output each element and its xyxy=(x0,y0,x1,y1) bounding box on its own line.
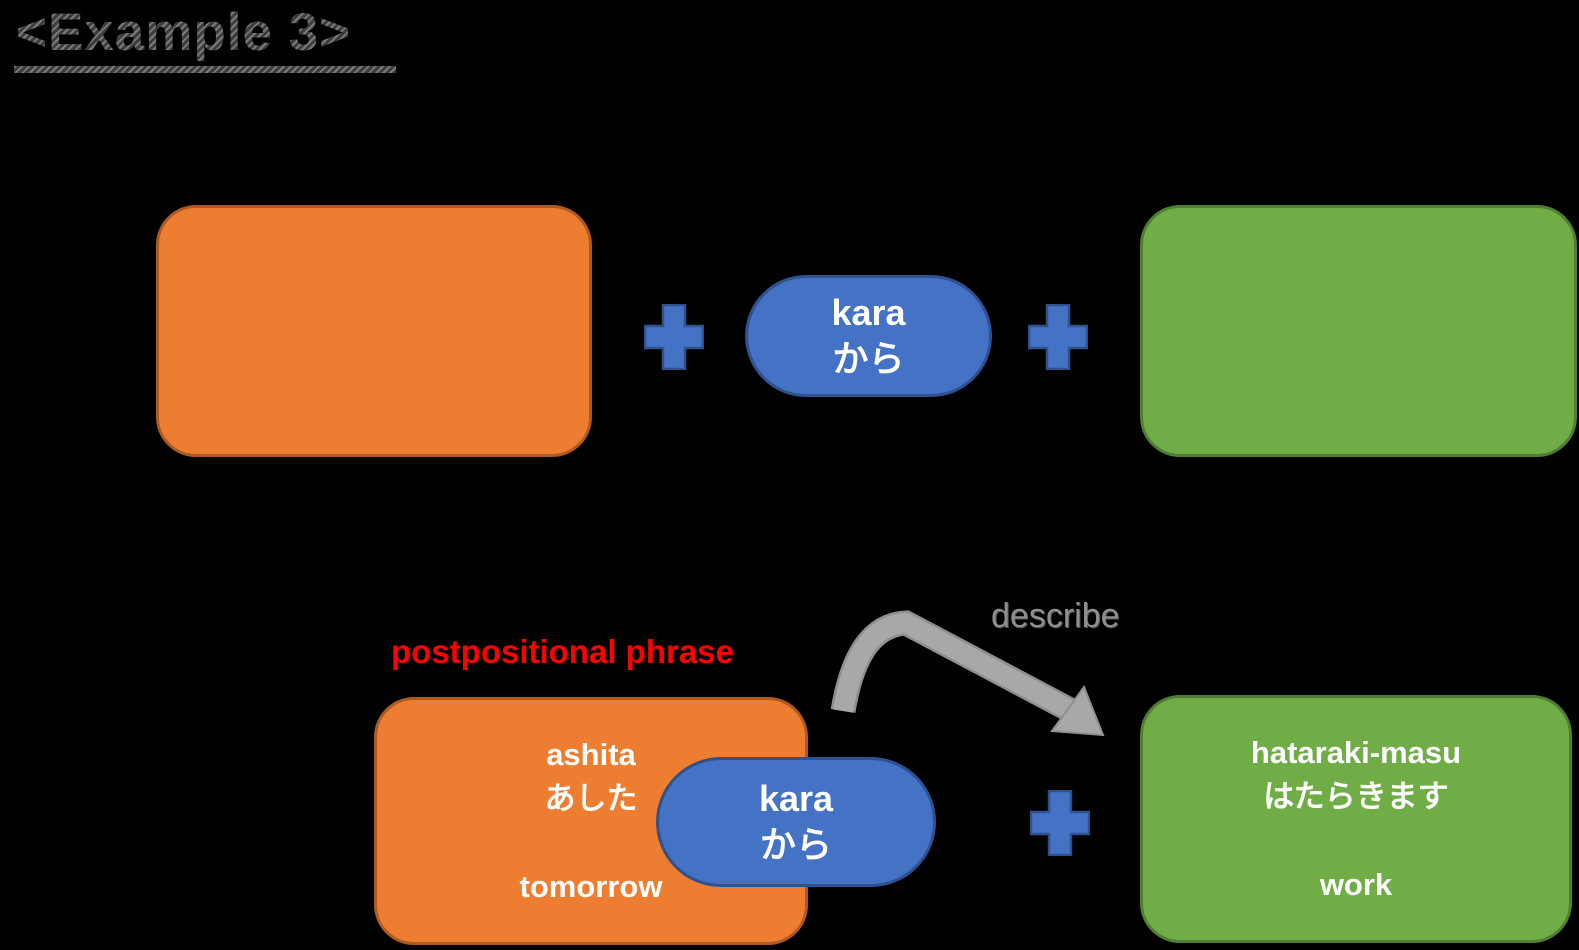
bottom-verb-box: hataraki-masu はたらきます work xyxy=(1140,695,1572,943)
noun-romaji: ashita xyxy=(546,737,636,772)
verb-romaji: hataraki-masu xyxy=(1250,735,1462,770)
curved-arrow-icon xyxy=(830,610,1105,737)
describe-label: describe xyxy=(991,597,1120,635)
bottom-noun-box: ashita あした tomorrow xyxy=(374,697,808,945)
postpositional-phrase-label: postpositional phrase xyxy=(391,633,734,670)
top-particle-pill: kara から xyxy=(745,275,992,397)
page-title: <Example 3> xyxy=(16,3,352,62)
bottom-particle-pill: kara から xyxy=(656,757,936,887)
top-noun-placeholder-box xyxy=(156,205,592,457)
particle-kana: から xyxy=(759,824,832,865)
verb-kana: はたらきます xyxy=(1263,779,1449,814)
particle-kana: から xyxy=(832,338,905,379)
plus-icon xyxy=(1028,304,1088,370)
particle-romaji: kara xyxy=(831,292,906,333)
top-verb-placeholder-box xyxy=(1140,205,1577,457)
noun-kana: あした xyxy=(544,781,638,816)
verb-english: work xyxy=(1319,867,1393,902)
plus-icon xyxy=(1030,790,1090,856)
noun-english: tomorrow xyxy=(519,869,663,904)
title-underline xyxy=(14,66,396,73)
plus-icon xyxy=(644,304,704,370)
particle-romaji: kara xyxy=(758,778,834,819)
